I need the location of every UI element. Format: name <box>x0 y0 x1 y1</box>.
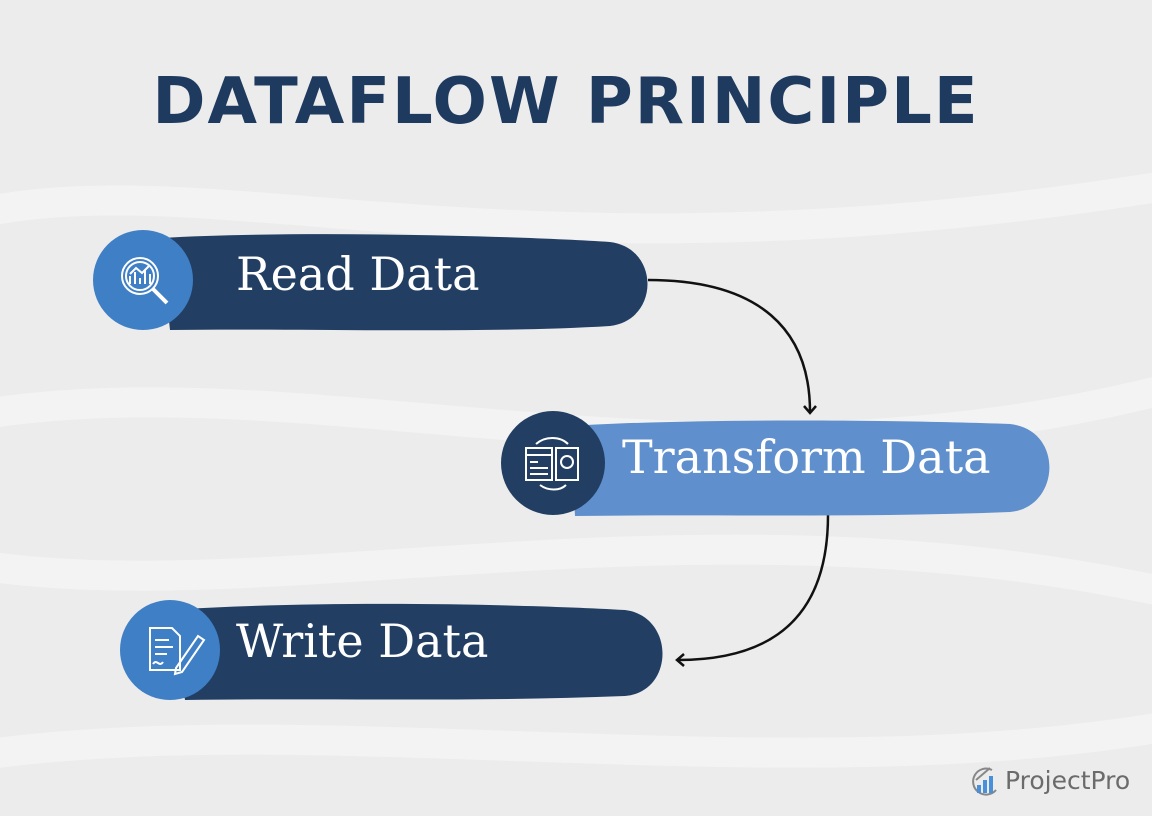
logo-text: ProjectPro <box>1005 766 1130 795</box>
logo-chart-icon <box>972 767 997 796</box>
step-label: Write Data <box>236 614 488 668</box>
arrow-transform-to-write <box>675 514 830 667</box>
step-transform-data: Transform Data <box>501 411 1050 516</box>
step-label: Transform Data <box>622 430 991 484</box>
projectpro-logo: ProjectPro <box>972 766 1130 796</box>
page-title: DATAFLOW PRINCIPLE <box>152 65 979 139</box>
step-write-data: Write Data <box>120 600 663 700</box>
write-icon-badge <box>120 600 220 700</box>
arrow-read-to-transform <box>647 278 817 415</box>
data-transform-icon <box>525 437 579 491</box>
read-icon-badge <box>93 230 193 330</box>
step-read-data: Read Data <box>93 230 648 331</box>
document-pen-icon <box>149 627 206 676</box>
step-label: Read Data <box>236 247 480 301</box>
magnifier-chart-icon <box>121 257 169 305</box>
